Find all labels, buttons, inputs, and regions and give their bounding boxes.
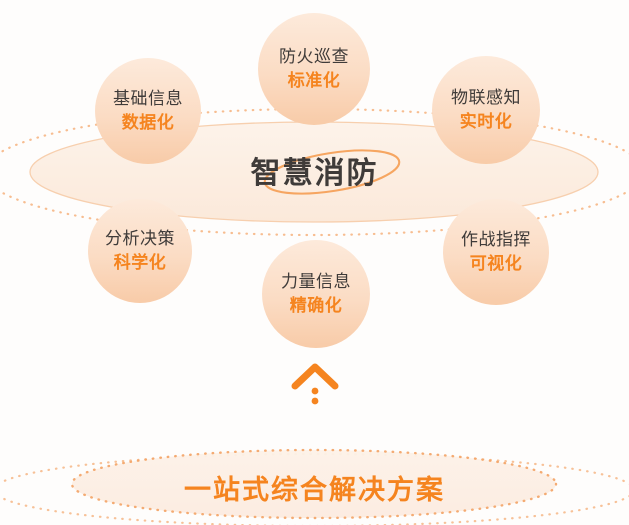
node-title: 力量信息 (281, 271, 351, 291)
node-force-information[interactable]: 力量信息 精确化 (262, 240, 370, 348)
node-subtitle: 可视化 (469, 254, 523, 273)
chevron-up-icon (291, 363, 339, 405)
node-title: 分析决策 (105, 228, 175, 248)
node-title: 作战指挥 (461, 229, 531, 249)
node-iot-sensing[interactable]: 物联感知 实时化 (432, 56, 540, 164)
node-subtitle: 数据化 (121, 113, 175, 132)
node-title: 防火巡查 (279, 46, 349, 66)
title-swoosh-icon (263, 149, 401, 195)
node-subtitle: 科学化 (113, 253, 167, 272)
node-analysis-decision[interactable]: 分析决策 科学化 (88, 199, 192, 303)
node-subtitle: 标准化 (287, 71, 341, 90)
banner-text: 一站式综合解决方案 (184, 475, 445, 505)
node-title: 物联感知 (451, 87, 521, 107)
node-subtitle: 实时化 (459, 112, 513, 131)
banner-inner-dotted-ellipse (70, 448, 558, 520)
node-subtitle: 精确化 (289, 296, 343, 315)
center-title: 智慧消防 (250, 157, 379, 190)
node-fire-inspection[interactable]: 防火巡查 标准化 (258, 13, 370, 125)
node-basic-information[interactable]: 基础信息 数据化 (95, 58, 201, 164)
node-title: 基础信息 (113, 88, 183, 108)
node-combat-command[interactable]: 作战指挥 可视化 (443, 199, 549, 305)
